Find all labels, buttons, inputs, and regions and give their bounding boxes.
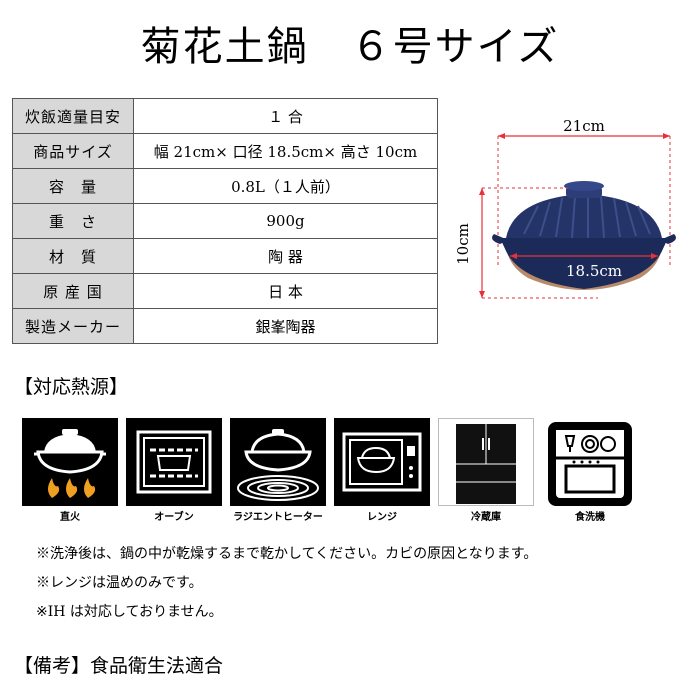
heat-sources-heading: 【対応熱源】 <box>14 376 129 398</box>
heat-source-radiant: ラジエントヒーター <box>230 418 326 523</box>
arrow-left-icon <box>498 133 505 139</box>
height-label: 10cm <box>454 223 472 265</box>
spec-key: 容 量 <box>12 168 134 204</box>
heat-source-label: レンジ <box>367 512 397 523</box>
spec-value: 900g <box>133 203 438 239</box>
spec-row: 商品サイズ幅 21cm× 口径 18.5cm× 高さ 10cm <box>12 133 438 169</box>
heat-source-microwave: レンジ <box>334 418 430 523</box>
spec-key: 炊飯適量目安 <box>12 98 134 134</box>
refrigerator-icon <box>438 418 534 506</box>
page-title: 菊花土鍋 ６号サイズ <box>140 24 560 70</box>
note-line: ※洗浄後は、鍋の中が乾燥するまで乾かしてください。カビの原因となります。 <box>36 546 538 562</box>
spec-value: 0.8L（１人前） <box>133 168 438 204</box>
mouth-label: 18.5cm <box>566 262 622 280</box>
heat-source-oven: オーブン <box>126 418 222 523</box>
arrow-right-icon <box>651 253 658 259</box>
heat-source-refrigerator: 冷蔵庫 <box>438 418 534 523</box>
notes: ※洗浄後は、鍋の中が乾燥するまで乾かしてください。カビの原因となります。 ※レン… <box>36 540 537 627</box>
spec-value: 幅 21cm× 口径 18.5cm× 高さ 10cm <box>133 133 438 169</box>
heat-source-label: 冷蔵庫 <box>471 512 501 523</box>
width-label: 21cm <box>563 117 605 135</box>
heat-source-label: ラジエントヒーター <box>233 512 323 523</box>
pot-lid <box>506 194 662 238</box>
dishwasher-icon <box>542 418 638 506</box>
arrow-down-icon <box>479 291 485 298</box>
heat-source-dishwasher: 食洗機 <box>542 418 638 523</box>
spec-value: 銀峯陶器 <box>133 308 438 344</box>
radiant-heater-icon <box>230 418 326 506</box>
spec-key: 商品サイズ <box>12 133 134 169</box>
oven-icon <box>126 418 222 506</box>
spec-key: 材 質 <box>12 238 134 274</box>
pot-body <box>500 238 668 289</box>
spec-value: １ 合 <box>133 98 438 134</box>
lid-ridges <box>523 195 651 239</box>
pot-handle-left <box>492 234 508 244</box>
heat-source-label: 直火 <box>60 512 80 523</box>
heat-source-gas: 直火 <box>22 418 118 523</box>
spec-row: 製造メーカー銀峯陶器 <box>12 308 438 344</box>
spec-value: 陶 器 <box>133 238 438 274</box>
spec-row: 原 産 国日 本 <box>12 273 438 309</box>
spec-value: 日 本 <box>133 273 438 309</box>
spec-row: 材 質陶 器 <box>12 238 438 274</box>
heat-source-label: 食洗機 <box>575 512 605 523</box>
remarks: 【備考】食品衛生法適合 <box>14 655 224 677</box>
donabe-pot-illustration: 21cm 10cm 18.5cm <box>454 117 676 299</box>
arrow-left-icon <box>510 253 517 259</box>
arrow-up-icon <box>479 188 485 195</box>
note-line: ※レンジは温めのみです。 <box>36 575 203 591</box>
lid-knob-top <box>564 181 604 191</box>
spec-key: 製造メーカー <box>12 308 134 344</box>
heat-source-label: オーブン <box>154 512 194 523</box>
spec-key: 原 産 国 <box>12 273 134 309</box>
note-line: ※IH は対応しておりません。 <box>36 604 223 620</box>
spec-key: 重 さ <box>12 203 134 239</box>
arrow-right-icon <box>663 133 670 139</box>
heat-source-icons: 直火 オーブン ラジエントヒーター <box>22 418 642 524</box>
pot-handle-right <box>660 234 676 244</box>
microwave-icon <box>334 418 430 506</box>
gas-flame-icon <box>22 418 118 506</box>
